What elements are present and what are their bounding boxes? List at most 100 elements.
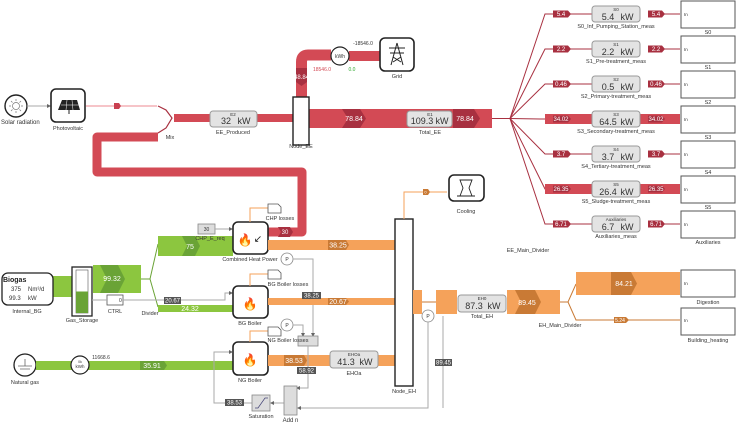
grid-energy-meter[interactable]: kWh (330, 46, 350, 66)
grid-import-value: 18546.0 (313, 67, 331, 73)
bg-losses-label: BG Boiler losses (268, 282, 309, 288)
total-eh-meter[interactable]: EH0 87.3 kW Total_EH (457, 294, 507, 320)
meter-unit: kW (436, 116, 450, 126)
branch-flow-value: 5.4 (557, 12, 566, 18)
meter-title: E2 (230, 112, 236, 117)
branch-flow-value: 2.2 (557, 47, 566, 53)
port-label: In (684, 222, 688, 227)
grid-net-value: 0.0 (349, 67, 356, 73)
natural-gas-meter[interactable]: 0k kWh (70, 355, 90, 375)
ng-meter-reading: 11668.6 (92, 355, 110, 361)
biogas-label: Internal_BG (12, 309, 41, 315)
meter-unit: kW (621, 47, 635, 57)
eh-main-divider[interactable] (560, 283, 680, 321)
sun-icon (9, 99, 23, 113)
digestion-sink[interactable]: In Digestion (680, 269, 736, 306)
solar-radiation-source[interactable]: Solar radiation (1, 94, 40, 126)
solar-label: Solar radiation (1, 120, 40, 126)
gas-storage[interactable]: Gas_Storage (66, 266, 98, 324)
saturation-block[interactable]: Saturation (248, 394, 274, 420)
branch-flow-tag (553, 115, 571, 123)
saturation-icon (255, 397, 268, 409)
photovoltaic-block[interactable]: Photovoltaic (50, 88, 86, 132)
port-label: In (684, 117, 688, 122)
bg-power-sensor[interactable]: P (280, 318, 294, 332)
ng-losses-label: NG Boiler losses (268, 338, 309, 344)
biogas-title: Biogas (3, 277, 26, 284)
node-ee[interactable]: Node_EE (289, 96, 313, 150)
meter-title: Auxiliaries (606, 217, 627, 222)
digestion-flow-value: 84.21 (615, 281, 633, 288)
power-tower-icon (389, 42, 405, 66)
biogas-source[interactable]: Biogas 375 Nm³/d 99.3 kW Internal_BG (1, 272, 54, 315)
branch-flow-value: 26.35 (648, 187, 664, 193)
storage-flow-value: 99.32 (103, 276, 121, 283)
sink-label: S0 (705, 30, 712, 36)
building-heating-sink[interactable]: In Building_heating (680, 307, 736, 344)
branch-flow-tag (648, 220, 665, 228)
chp-block[interactable]: 🔥 ↙ Combined Heat Power (222, 221, 278, 263)
bg-boiler-label: BG Boiler (238, 321, 262, 327)
bg-boiler-block[interactable]: 🔥 BG Boiler (232, 285, 269, 327)
branch-line (492, 48, 553, 119)
chp-request-block[interactable]: 30 CHP_E_req (195, 223, 225, 242)
sink-block (680, 175, 736, 204)
meter-title: S5 (613, 182, 619, 187)
meter-unit: kW (621, 12, 635, 22)
gas-to-bg-value: 24.32 (181, 306, 199, 313)
bg-boiler-losses-sink[interactable]: BG Boiler losses (267, 269, 309, 288)
branch-flow-value: 26.35 (553, 187, 569, 193)
ee-produced-label: EE_Produced (216, 130, 250, 136)
biogas-power-unit: kW (28, 296, 37, 302)
gas-pipe-icon (18, 359, 32, 370)
node-eh-label: Node_EH (392, 389, 416, 395)
add-block[interactable]: Add n (283, 385, 299, 424)
gas-storage-label: Gas_Storage (66, 318, 98, 324)
saturation-output-value: 38.53 (227, 401, 243, 407)
sink-label: S4 (705, 170, 712, 176)
cooling-tower-icon (457, 179, 475, 197)
ng-boiler-losses-sink[interactable]: NG Boiler losses (268, 326, 309, 344)
meter-title: S0 (613, 7, 619, 12)
chp-power-sensor[interactable]: P (280, 252, 294, 266)
grid-block[interactable]: Grid (379, 37, 415, 80)
ee-produced-meter[interactable]: E2 32 kW EE_Produced (209, 110, 258, 136)
flame-icon: 🔥 (238, 233, 253, 247)
total-ee-meter[interactable]: E1 109.3 kW Total_EE (406, 110, 453, 136)
meter-value: 26.4 (599, 187, 617, 197)
ctrl-block[interactable]: 0 CTRL (106, 294, 124, 315)
port-label: In (684, 281, 688, 286)
chp-losses-sink[interactable]: CHP losses (266, 203, 295, 222)
branch-flow-value: 2.2 (652, 47, 661, 53)
meter-value: 0.5 (602, 82, 615, 92)
eh-power-sensor[interactable]: P (421, 309, 435, 323)
branch-flow-value: 3.7 (652, 152, 661, 158)
natural-gas-source[interactable]: Natural gas (11, 353, 39, 386)
cooling-block[interactable]: Cooling (448, 174, 485, 215)
cooling-label: Cooling (457, 209, 476, 215)
ehoa-meter[interactable]: EHOa 41.3 kW EHOa (329, 350, 379, 377)
branch-flow-value: 0.46 (650, 82, 662, 88)
grid-export-value: -18546.0 (353, 41, 373, 47)
cooling-flow-tag (423, 189, 430, 195)
bg-signal-value: 38.25 (304, 294, 320, 300)
biogas-flow-unit: Nm³/d (28, 287, 44, 293)
ng-boiler-block[interactable]: 🔥 NG Boiler (232, 341, 269, 384)
branch-line (492, 118, 553, 155)
grid-label: Grid (392, 74, 402, 80)
mix-junction[interactable] (157, 105, 173, 134)
eh-divider-label: EH_Main_Divider (539, 323, 582, 329)
meter-value: 109.3 (411, 116, 434, 126)
node-eh[interactable]: Node_EH (392, 218, 416, 395)
ee-main-flow-value: 78.84 (345, 116, 363, 123)
grid-flow (296, 49, 331, 97)
gas-divider[interactable] (149, 243, 159, 308)
meter-unit: kW (488, 301, 502, 311)
branch-flow-value: 5.4 (652, 12, 661, 18)
